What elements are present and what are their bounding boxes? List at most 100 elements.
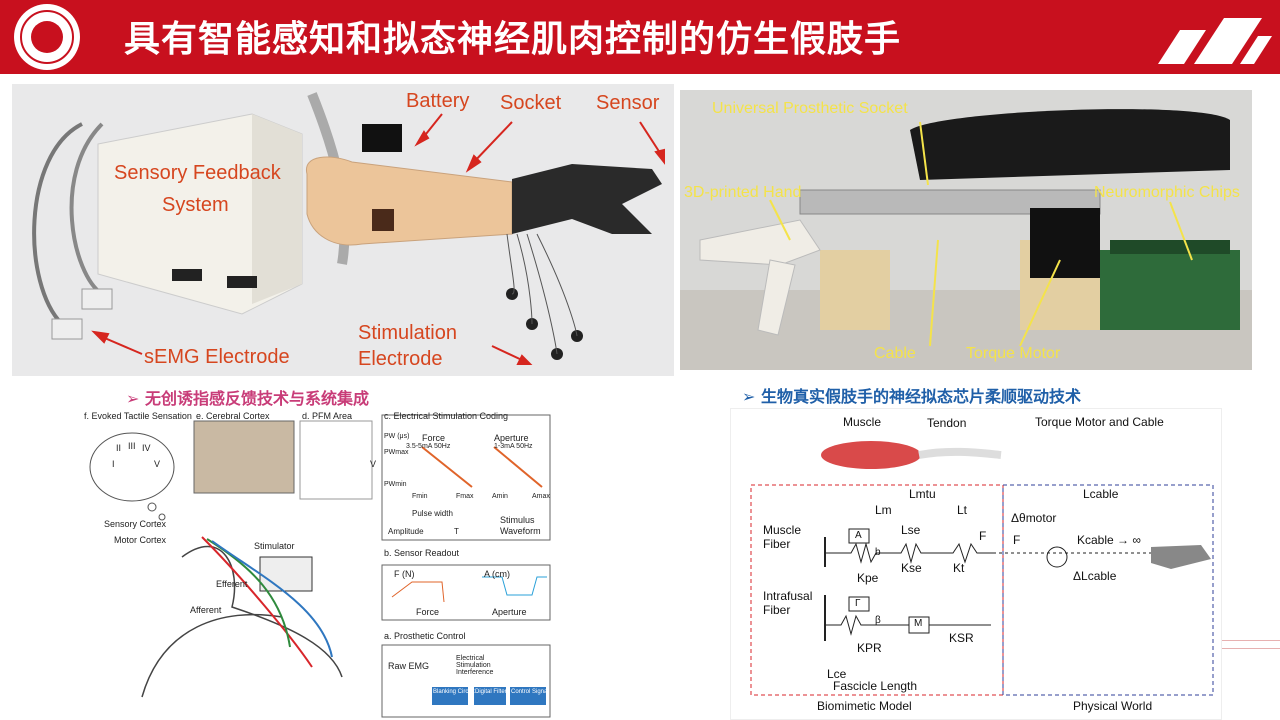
label-waveform: Waveform [500,526,541,536]
label-afferent: Afferent [190,605,222,615]
label-pfm-v: V [370,459,377,469]
arrow-bullet-icon: ➢ [126,389,145,408]
sensor-label: Sensor [596,92,660,114]
label-raw-emg: Raw EMG [388,661,430,671]
label-kpr: KPR [857,641,882,655]
label-force: Force [422,433,446,443]
label-ksr: KSR [949,631,974,645]
label-aperture: Aperture [494,433,529,443]
battery-label: Battery [406,90,470,112]
label-stimulator: Stimulator [254,541,295,551]
label-filter: Digital Filter [475,689,507,695]
label-f-cable: F [1013,533,1021,547]
section-right-heading: ➢ 生物真实假肢手的神经拟态芯片柔顺驱动技术 [742,387,1081,406]
label-fiber-2: Fiber [763,603,791,617]
label-readout: b. Sensor Readout [384,548,460,558]
label-aperture-range: 1-3mA 50Hz [494,443,533,450]
label-sensory-cortex: Sensory Cortex [104,519,167,529]
label-cortex: e. Cerebral Cortex [196,411,270,421]
label-blanking: Blanking Circuit [433,689,475,695]
torque-motor-label: Torque Motor [966,345,1061,362]
title-bar: 具有智能感知和拟态神经肌肉控制的仿生假肢手 [0,0,1280,74]
label-acm: A (cm) [484,569,510,579]
label-lse: Lse [901,523,921,537]
label-evoked: f. Evoked Tactile Sensation [84,411,192,421]
label-motor-cortex: Motor Cortex [114,535,167,545]
label-f-muscle: F [979,529,987,543]
label-kpe: Kpe [857,571,879,585]
label-finger-i: I [112,459,115,469]
label-control: a. Prosthetic Control [384,631,466,641]
label-finger-iii: III [128,441,136,451]
label-biomimetic: Biomimetic Model [817,699,912,713]
label-pw-min: PWmin [384,481,407,488]
label-muscle-1: Muscle [763,523,802,537]
label-m: M [914,618,923,629]
label-fmax: Fmax [456,493,474,500]
cable-label: Cable [874,345,916,362]
label-dlcable: ΔLcable [1073,569,1117,583]
semg-electrode-label: sEMG Electrode [144,346,290,368]
neuromorphic-model-figure: Muscle Tendon Torque Motor and Cable Lmt… [730,408,1222,720]
sensory-feedback-figure: f. Evoked Tactile Sensation e. Cerebral … [82,407,552,719]
label-finger-ii: II [116,443,122,453]
label-fn: F (N) [394,569,415,579]
universal-socket-label: Universal Prosthetic Socket [712,100,908,117]
prosthesis-system-photo: Battery Socket Sensor Sensory Feedback S… [12,84,674,376]
bench-setup-photo: Universal Prosthetic Socket 3D-printed H… [680,90,1252,370]
label-force-range: 3.5-5mA 50Hz [406,443,451,450]
label-pfm: d. PFM Area [302,411,353,421]
label-lce: Lce [827,667,847,681]
label-kse: Kse [901,561,922,575]
label-torque-cable: Torque Motor and Cable [1035,415,1164,429]
decorative-line [1222,648,1280,649]
printed-hand-label: 3D-printed Hand [684,184,802,201]
section-left-heading: ➢ 无创诱指感反馈技术与系统集成 [126,389,369,408]
decorative-line [1222,640,1280,641]
arrow-bullet-icon: ➢ [742,387,761,406]
socket-label: Socket [500,92,562,114]
university-seal-icon [14,4,80,70]
label-amin: Amin [492,493,508,500]
neuromorphic-chips-label: Neuromorphic Chips [1094,184,1240,201]
label-lmtu: Lmtu [909,487,936,501]
label-fiber-1: Fiber [763,537,791,551]
label-pulse-width: Pulse width [412,509,453,518]
label-finger-iv: IV [142,443,151,453]
electrode-label: Electrode [358,348,443,370]
label-kcable: Kcable → ∞ [1077,533,1141,547]
sensory-feedback-label: Sensory Feedback [114,162,281,184]
label-gamma: Γ [855,598,861,609]
label-pw-us: PW (μs) [384,433,410,440]
chevron-stripes-icon [1158,18,1272,64]
label-interference: Electrical Stimulation Interference [456,655,494,676]
label-theta: Δθmotor [1011,511,1057,525]
label-control-signal: Control Signal [511,689,549,695]
label-fmin: Fmin [412,493,428,500]
label-a: A [855,530,862,541]
system-label: System [162,194,229,216]
label-physical: Physical World [1073,699,1153,713]
label-amax: Amax [532,493,550,500]
label-pw-max: PWmax [384,449,409,456]
label-intrafusal: Intrafusal [763,589,813,603]
stimulation-label: Stimulation [358,322,457,344]
label-lm: Lm [875,503,892,517]
label-amplitude: Amplitude [388,527,424,536]
label-readout-force: Force [416,607,440,617]
slide-title: 具有智能感知和拟态神经肌肉控制的仿生假肢手 [124,19,902,60]
label-fascicle: Fascicle Length [833,679,918,693]
label-lcable: Lcable [1083,487,1119,501]
label-efferent: Efferent [216,579,248,589]
label-kt: Kt [953,561,965,575]
label-tendon: Tendon [927,416,967,430]
label-beta: β [875,615,881,626]
label-readout-aperture: Aperture [492,607,527,617]
label-finger-v: V [154,459,161,469]
label-coding: c. Electrical Stimulation Coding [384,411,509,421]
label-lt: Lt [957,503,968,517]
label-muscle: Muscle [843,415,882,429]
label-stimulus: Stimulus [500,515,535,525]
label-b: b [875,547,881,558]
label-t: T [454,527,459,536]
